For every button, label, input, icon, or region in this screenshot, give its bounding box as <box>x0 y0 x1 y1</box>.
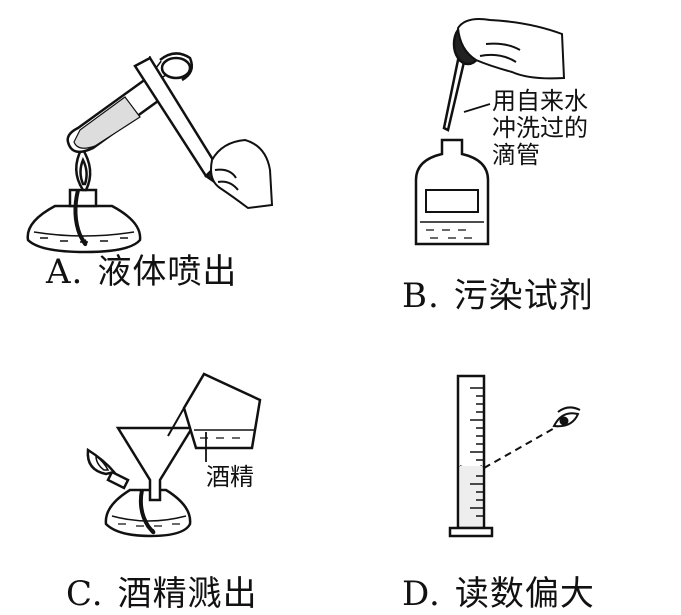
caption-c-text: 酒精溅出 <box>117 574 258 614</box>
panel-c: 酒精 C. 酒精溅出 <box>0 304 340 614</box>
graduated-cylinder <box>448 374 494 538</box>
caption-c: C. 酒精溅出 <box>66 566 258 615</box>
panel-b-illustration <box>414 18 566 246</box>
panel-d: D. 读数偏大 <box>340 304 680 614</box>
cylinder-graduations <box>470 387 484 517</box>
hand-a <box>210 138 274 210</box>
dropper-label-line-3: 滴管 <box>492 141 540 169</box>
caption-b-letter: B. <box>402 276 440 316</box>
caption-b: B. 污染试剂 <box>402 268 594 317</box>
caption-d: D. 读数偏大 <box>402 566 595 615</box>
alcohol-lamp-c <box>86 447 192 538</box>
caption-d-text: 读数偏大 <box>454 574 595 614</box>
dropper-label-line-2: 冲洗过的 <box>492 114 588 142</box>
caption-a-letter: A. <box>46 252 84 292</box>
dropper-label-line-1: 用自来水 <box>492 87 588 115</box>
caption-a-text: 液体喷出 <box>97 252 238 292</box>
panel-c-illustration <box>86 372 262 538</box>
reagent-bottle <box>414 138 490 246</box>
caption-a: A. 液体喷出 <box>46 244 237 293</box>
panel-b: 用自来水 冲洗过的 滴管 B. 污染试剂 <box>340 0 680 316</box>
caption-c-letter: C. <box>66 574 104 614</box>
alcohol-label: 酒精 <box>206 463 254 491</box>
sight-line <box>483 425 559 469</box>
hand-b <box>456 18 566 80</box>
panel-d-illustration <box>448 374 581 538</box>
caption-b-text: 污染试剂 <box>453 276 594 316</box>
beaker <box>167 372 262 450</box>
panel-a-illustration <box>26 52 274 254</box>
caption-d-letter: D. <box>402 574 441 614</box>
eye-icon <box>552 406 581 428</box>
dropper-label: 用自来水 冲洗过的 滴管 <box>492 88 588 169</box>
panel-a: A. 液体喷出 <box>0 0 340 304</box>
alcohol-lamp-a <box>26 145 142 254</box>
dropper-label-line <box>463 103 491 113</box>
